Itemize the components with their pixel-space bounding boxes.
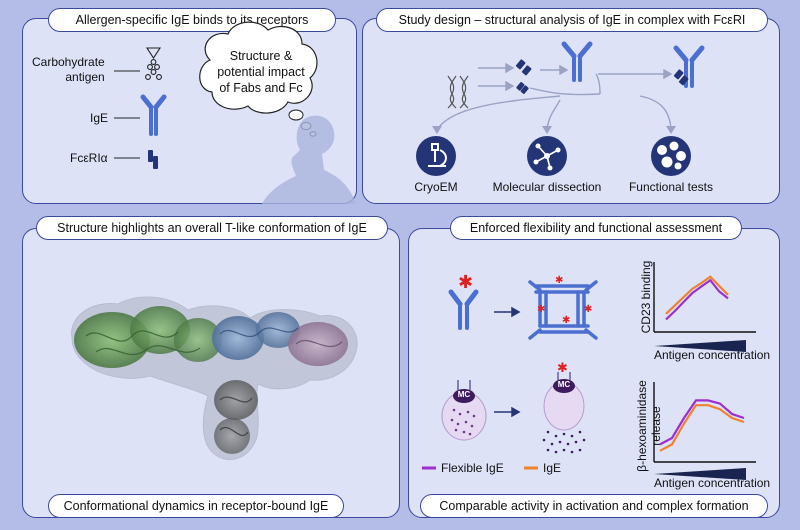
fceri-alpha-label: FcεRIα: [70, 151, 108, 165]
panel-functional-assessment-caption: Comparable activity in activation and co…: [420, 494, 768, 518]
panel-structure: [22, 228, 400, 518]
panel-receptor-binding-title: Allergen-specific IgE binds to its recep…: [48, 8, 336, 32]
activated-mast-cell-label: MC: [557, 380, 571, 389]
chart2-y-axis-label-text: β-hexoaminidase release: [635, 380, 663, 472]
chart2-x-axis-label: Antigen concentration: [654, 476, 771, 490]
legend-flexible-ige: Flexible IgE: [441, 461, 504, 475]
mast-cell-label: MC: [457, 390, 471, 399]
panel-study-design-title: Study design – structural analysis of Ig…: [376, 8, 768, 32]
panel-structure-title: Structure highlights an overall T-like c…: [36, 216, 388, 240]
method-label-functional-tests: Functional tests: [628, 180, 714, 194]
carbohydrate-label-line1: Carbohydrate: [32, 55, 105, 69]
panel-study-design: [362, 18, 780, 204]
legend-ige: IgE: [543, 461, 562, 475]
bubble-line3: of Fabs and Fc: [219, 81, 303, 95]
panel-structure-caption: Conformational dynamics in receptor-boun…: [48, 494, 344, 518]
chart1-y-axis-label: CD23 binding: [639, 260, 653, 334]
ige-label: IgE: [90, 111, 109, 125]
panel-functional-assessment-title: Enforced flexibility and functional asse…: [450, 216, 742, 240]
chart1-x-axis-label: Antigen concentration: [654, 348, 771, 362]
bubble-line2: potential impact: [217, 65, 305, 79]
thought-bubble-text: Structure & potential impact of Fabs and…: [213, 48, 309, 96]
bubble-line1: Structure &: [229, 49, 293, 63]
chart2-y-axis-label: β-hexoaminidase release: [635, 371, 663, 481]
method-label-molecular-dissection: Molecular dissection: [492, 180, 602, 194]
panel-receptor-binding: [22, 18, 357, 204]
carbohydrate-label-line2: antigen: [65, 70, 105, 84]
carbohydrate-antigen-label: Carbohydrate antigen: [32, 55, 105, 85]
method-label-cryoem: CryoEM: [414, 180, 458, 194]
